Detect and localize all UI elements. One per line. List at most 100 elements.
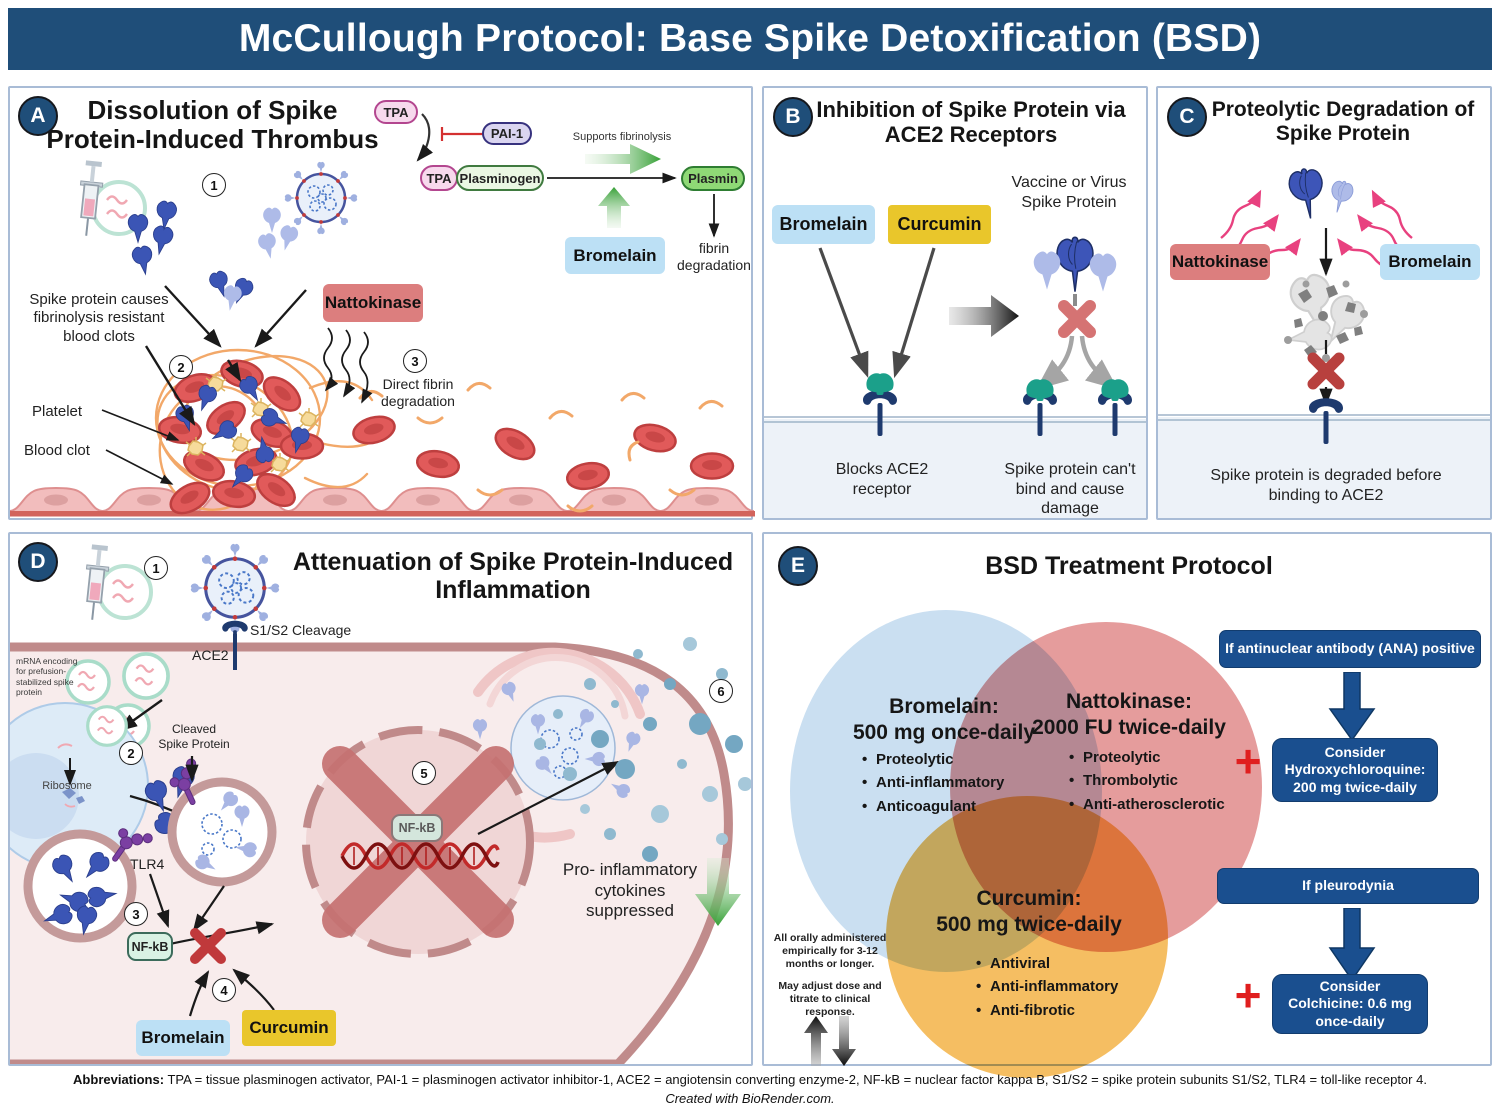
- converge-arrows: [144, 285, 307, 427]
- ribosome: [10, 702, 149, 870]
- ace2-label-d: ACE2: [192, 647, 229, 663]
- page-title: McCullough Protocol: Base Spike Detoxifi…: [238, 17, 1262, 60]
- signal-arrows: [148, 873, 275, 1017]
- spike-fragments: [1284, 270, 1371, 362]
- blood-clot: [155, 355, 325, 518]
- endosome-mrna: [163, 757, 277, 887]
- panel-d-badge: D: [18, 542, 58, 582]
- curcumin-name: Curcumin:: [976, 887, 1082, 910]
- hydroxychloroquine-box: Consider Hydroxychloroquine: 200 mg twic…: [1272, 738, 1438, 802]
- nattokinase-dose: 2000 FU twice-daily: [1032, 715, 1226, 739]
- pleurodynia-condition-box: If pleurodynia: [1217, 868, 1479, 904]
- bromelain-dose: 500 mg once-daily: [852, 720, 1036, 744]
- dna-icon: [340, 842, 500, 870]
- tlr4-label: TLR4: [130, 856, 165, 872]
- panel-d-title: Attenuation of Spike Protein-Induced Inf…: [292, 548, 734, 604]
- endosome-with-virus: [430, 647, 650, 843]
- bullet-item: Thrombolytic: [1069, 769, 1225, 793]
- bromelain-box-d: Bromelain: [136, 1020, 230, 1056]
- virus-icon: [285, 162, 357, 234]
- abbreviations-label: Abbreviations:: [73, 1072, 165, 1087]
- bromelain-box-c: Bromelain: [1380, 244, 1480, 280]
- blocks-ace2-label: Blocks ACE2 receptor: [835, 461, 929, 498]
- panel-b-title: Inhibition of Spike Protein via ACE2 Rec…: [816, 97, 1126, 147]
- plus-sign-ana: +: [1234, 735, 1262, 787]
- panel-c-illustration: [1158, 166, 1490, 518]
- vaccine-spike-label: Vaccine or Virus Spike Protein: [1011, 174, 1127, 211]
- bullet-item: Proteolytic: [1069, 746, 1225, 770]
- bromelain-support-arrow: [598, 187, 630, 228]
- tpa-complex-pill: TPA: [420, 165, 458, 191]
- bullet-item: Anti-atherosclerotic: [1069, 793, 1225, 817]
- bullet-item: Anticoagulant: [862, 795, 1004, 819]
- nfkb-nucleus-pill: NF-kB: [391, 814, 443, 842]
- deflection-arrows: [1035, 335, 1119, 390]
- bromelain-box-a: Bromelain: [565, 237, 665, 274]
- degraded-label: Spike protein is degraded before binding…: [1210, 467, 1442, 504]
- nattokinase-box-a: Nattokinase: [323, 284, 423, 322]
- plasmin-pill: Plasmin: [681, 166, 745, 191]
- ribosome-label: Ribosome: [42, 780, 92, 792]
- panel-a-illustration: [10, 113, 755, 518]
- secretion-arrow: [477, 760, 620, 835]
- curcumin-bullets: Antiviral Anti-inflammatory Anti-fibroti…: [976, 952, 1118, 1022]
- nattokinase-bullets: Proteolytic Thrombolytic Anti-atheroscle…: [1069, 746, 1225, 816]
- venn-curcumin-circle: [886, 796, 1168, 1078]
- abbreviations-line: Abbreviations: TPA = tissue plasminogen …: [10, 1072, 1490, 1087]
- titrate-arrows-icon: [804, 1016, 856, 1066]
- curcumin-dose: 500 mg twice-daily: [936, 912, 1122, 936]
- spike-protein-group: [1033, 236, 1117, 306]
- panel-e-title: BSD Treatment Protocol: [985, 552, 1273, 580]
- nattokinase-action-arrows: [323, 327, 373, 404]
- abbreviations-text: TPA = tissue plasminogen activator, PAI-…: [167, 1072, 1427, 1087]
- spike-proteins-degrading: [1286, 166, 1356, 222]
- platelet-label: Platelet: [32, 403, 83, 420]
- biorender-credit: Created with BioRender.com.: [665, 1091, 835, 1106]
- header-bar: McCullough Protocol: Base Spike Detoxifi…: [8, 8, 1492, 70]
- fibrin-degradation-label: fibrin degradation: [677, 240, 751, 274]
- nfkb-pill: NF-kB: [127, 932, 173, 961]
- endothelium: [10, 487, 755, 517]
- bromelain-name: Bromelain:: [889, 695, 999, 718]
- nucleus-x-icon: [322, 746, 514, 938]
- flowing-red-blood-cells: [349, 382, 735, 513]
- blood-clot-label: Blood clot: [24, 442, 90, 459]
- fibrinolysis-pathway-arrows: [416, 113, 720, 238]
- step-1-marker: 1: [202, 173, 226, 197]
- nattokinase-name: Nattokinase:: [1065, 690, 1193, 713]
- clot-cause-note: Spike protein causes fibrinolysis resist…: [29, 291, 169, 345]
- bullet-item: Antiviral: [976, 952, 1118, 976]
- step-2-marker: 2: [169, 355, 193, 379]
- panel-e: E BSD Treatment Protocol Bromelain: 500 …: [762, 532, 1492, 1078]
- bromelain-heading: Bromelain: 500 mg once-daily: [804, 694, 1084, 745]
- ana-condition-box: If antinuclear antibody (ANA) positive: [1219, 630, 1481, 668]
- plasminogen-pill: Plasminogen: [456, 165, 544, 191]
- pointer-lines: [101, 409, 180, 485]
- adjust-note: May adjust dose and titrate to clinical …: [778, 980, 882, 1018]
- curcumin-box-d: Curcumin: [242, 1010, 336, 1046]
- step-2-marker-d: 2: [119, 741, 143, 765]
- plus-sign-pleurodynia: +: [1234, 969, 1262, 1021]
- cell-membrane: [764, 416, 1146, 518]
- endosome-spikes: [23, 818, 155, 943]
- supports-fibrinolysis-label: Supports fibrinolysis: [572, 131, 672, 143]
- curcumin-box-b: Curcumin: [888, 205, 991, 244]
- suppressed-arrow: [695, 858, 741, 926]
- inhibitor-arrows: [818, 247, 936, 379]
- colchicine-box: Consider Colchicine: 0.6 mg once-daily: [1272, 974, 1428, 1034]
- panel-b: B Inhibition of Spike Protein via ACE2 R…: [762, 86, 1148, 520]
- panel-d-illustration: [10, 534, 751, 1064]
- panel-e-badge: E: [778, 546, 818, 586]
- panel-b-badge: B: [773, 97, 813, 137]
- transition-arrow: [949, 295, 1019, 337]
- step-4-marker-d: 4: [212, 978, 236, 1002]
- virus-entry: [80, 544, 279, 670]
- cant-bind-x-icon: [1064, 306, 1090, 332]
- nucleus: [302, 726, 534, 958]
- cleaved-spike-label: Cleaved Spike Protein: [158, 722, 230, 751]
- faded-spike-proteins: [221, 207, 300, 313]
- panel-a-title: Dissolution of Spike Protein-Induced Thr…: [46, 95, 379, 155]
- bromelain-box-b: Bromelain: [772, 205, 875, 244]
- panel-c-title: Proteolytic Degradation of Spike Protein: [1211, 98, 1475, 145]
